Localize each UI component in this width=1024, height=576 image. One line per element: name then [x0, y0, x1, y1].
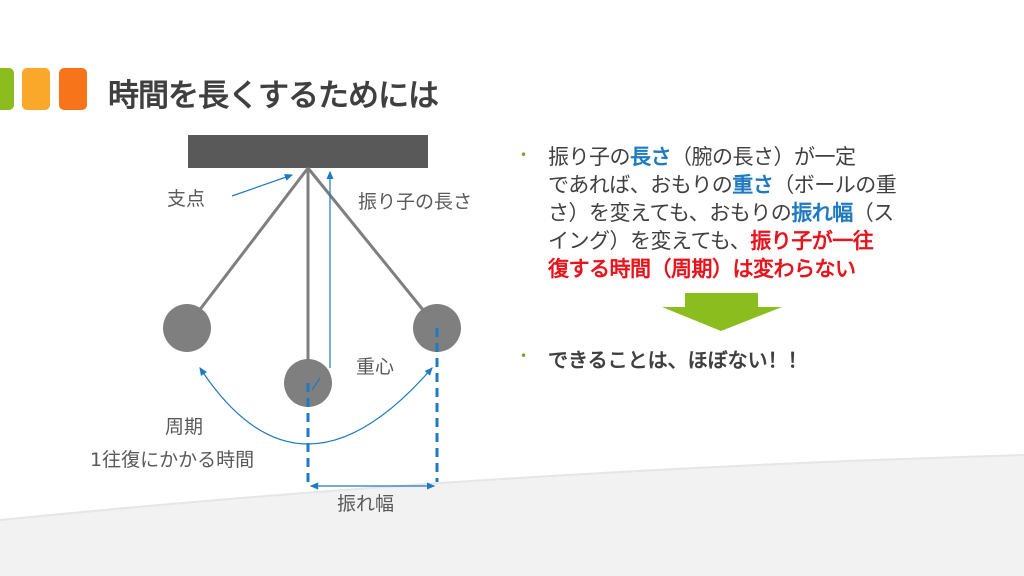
- text-segment: イング）を変えても、: [548, 229, 751, 253]
- length-label: 振り子の長さ: [358, 191, 473, 213]
- text-segment: であれば、おもりの: [548, 173, 733, 197]
- down-arrow-icon: [662, 293, 782, 331]
- orange-square: [22, 68, 50, 110]
- rod-left: [193, 167, 310, 317]
- text-segment: （ボールの重: [773, 173, 897, 197]
- second-bullet-text: できることは、ほぼない！！: [548, 348, 808, 372]
- period-label: 周期: [165, 416, 204, 438]
- bullet-line: イング）を変えても、振り子が一往: [548, 225, 874, 255]
- slide-title: 時間を長くするためには: [108, 78, 439, 114]
- ball-left: [163, 304, 211, 352]
- center-label: 重心: [356, 356, 395, 378]
- green-square: [0, 68, 14, 110]
- amplitude-label: 振れ幅: [337, 493, 395, 515]
- bullet-line: 復する時間（周期）は変わらない: [548, 253, 856, 283]
- bullet-line: であれば、おもりの重さ（ボールの重: [548, 169, 897, 199]
- bullet-line: さ）を変えても、おもりの振れ幅（ス: [548, 197, 894, 227]
- emphasis-text: 長さ: [630, 145, 672, 169]
- period-description: 1往復にかかる時間: [90, 449, 255, 471]
- text-segment: （ス: [852, 201, 895, 225]
- text-segment: （腕の長さ）が一定: [671, 145, 856, 169]
- bullet-marker: •: [520, 148, 528, 162]
- bullet-marker: •: [520, 349, 528, 363]
- emphasis-text: 振れ幅: [791, 201, 853, 225]
- rod-right: [306, 167, 430, 317]
- text-segment: 振り子の: [548, 145, 631, 169]
- emphasis-text: 復する時間（周期）は変わらない: [548, 257, 856, 281]
- emphasis-text: 振り子が一往: [750, 229, 874, 253]
- emphasis-text: 重さ: [732, 173, 774, 197]
- fulcrum-label: 支点: [167, 188, 206, 210]
- bullet-line: 振り子の長さ（腕の長さ）が一定: [548, 141, 856, 171]
- center-pointer: [311, 377, 321, 391]
- fulcrum-arrow: [231, 173, 294, 197]
- text-segment: さ）を変えても、おもりの: [548, 201, 792, 225]
- support-bar: [188, 135, 428, 168]
- dark-orange-square: [59, 68, 87, 110]
